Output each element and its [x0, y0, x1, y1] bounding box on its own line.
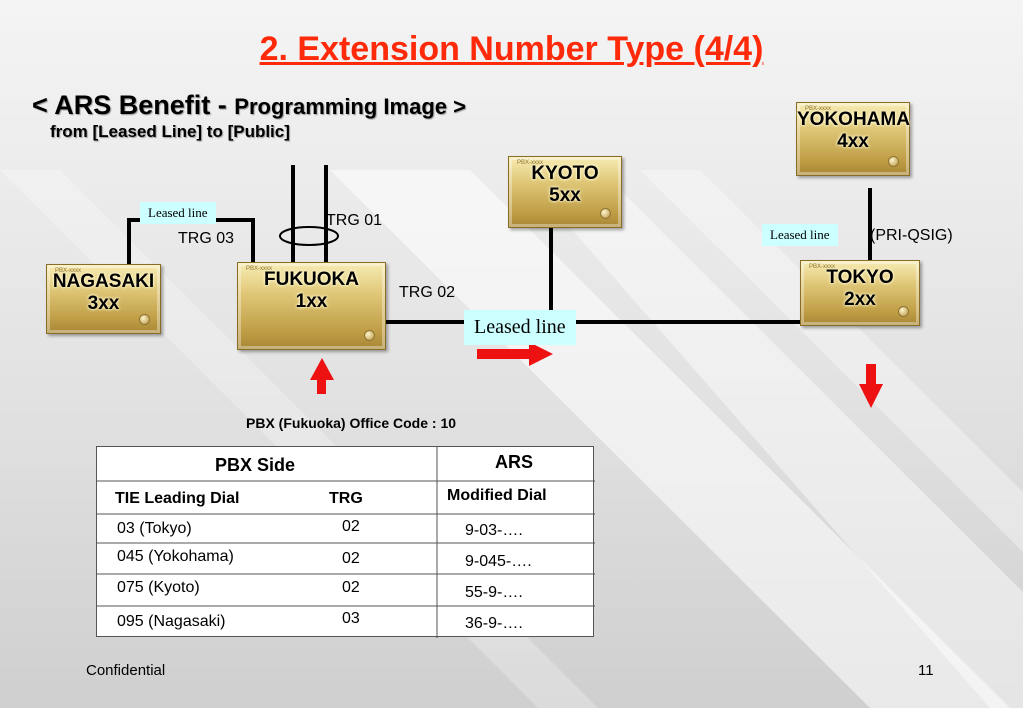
table-cell: 03 — [342, 610, 360, 627]
pbx-tag: PBX-xxxx — [246, 266, 273, 272]
lamp-icon — [600, 208, 611, 219]
lamp-icon — [364, 330, 375, 341]
col-header-trg: TRG — [329, 490, 363, 507]
table-cell: 55-9-…. — [465, 584, 523, 601]
table-cell: 02 — [342, 579, 360, 596]
subtitle: < ARS Benefit - Programming Image > — [32, 90, 466, 121]
pbx-code: 5xx — [549, 185, 581, 206]
table-cell: 075 (Kyoto) — [117, 579, 200, 596]
col-header-modified: Modified Dial — [447, 487, 547, 504]
pbx-fukuoka: PBX-xxxx FUKUOKA 1xx — [237, 262, 386, 350]
table-cell: 02 — [342, 518, 360, 535]
label-leased-tokyo: Leased line — [762, 224, 838, 246]
pbx-tag: PBX-xxxx — [809, 264, 836, 270]
pbx-tag: PBX-xxxx — [55, 268, 82, 274]
arrow-up-fukuoka — [310, 358, 334, 394]
label-trg02: TRG 02 — [399, 284, 456, 301]
label-leased-nagasaki: Leased line — [140, 202, 216, 224]
table-cell: 03 (Tokyo) — [117, 520, 192, 537]
pbx-code: 1xx — [295, 291, 328, 312]
lamp-icon — [898, 306, 909, 317]
lamp-icon — [139, 314, 150, 325]
table-cell: 045 (Yokohama) — [117, 548, 234, 565]
page-number: 11 — [918, 662, 934, 679]
table-header-pbx-side: PBX Side — [215, 455, 296, 475]
page-title: 2. Extension Number Type (4/4) — [259, 30, 764, 68]
table-cell: 9-045-…. — [465, 553, 532, 570]
office-code-label: PBX (Fukuoka) Office Code : 10 — [246, 415, 457, 431]
lamp-icon — [888, 156, 899, 167]
pbx-tag: PBX-xxxx — [517, 160, 544, 166]
pbx-code: 2xx — [844, 289, 876, 310]
table-grid — [97, 447, 595, 638]
pbx-tag: PBX-xxxx — [805, 106, 832, 112]
subtitle-part1: < ARS Benefit - — [32, 90, 235, 120]
pbx-nagasaki: PBX-xxxx NAGASAKI 3xx — [46, 264, 161, 334]
pbx-name: FUKUOKA — [264, 269, 359, 290]
label-pri-qsig: (PRI-QSIG) — [870, 227, 953, 244]
pbx-name: TOKYO — [826, 267, 894, 288]
pbx-code: 4xx — [837, 131, 869, 152]
label-trg03: TRG 03 — [178, 230, 235, 247]
pbx-tokyo: PBX-xxxx TOKYO 2xx — [800, 260, 920, 326]
ars-table: PBX Side ARS TIE Leading Dial TRG Modifi… — [96, 446, 595, 638]
pbx-code: 3xx — [87, 293, 120, 314]
pbx-name: NAGASAKI — [52, 271, 155, 292]
label-leased-main: Leased line — [464, 310, 576, 345]
arrow-right-leased — [477, 342, 553, 366]
pbx-kyoto: PBX-xxxx KYOTO 5xx — [508, 156, 622, 228]
pbx-name: KYOTO — [531, 163, 599, 184]
table-cell: 9-03-…. — [465, 522, 523, 539]
table-header-ars: ARS — [495, 452, 534, 472]
col-header-tie: TIE Leading Dial — [115, 490, 240, 507]
footer-confidential: Confidential — [86, 662, 166, 679]
arrow-down-tokyo — [859, 364, 883, 408]
table-cell: 36-9-…. — [465, 615, 523, 632]
table-cell: 02 — [342, 550, 360, 567]
table-cell: 095 (Nagasaki) — [117, 613, 226, 630]
pbx-name: YOKOHAMA — [797, 109, 910, 130]
label-trg01: TRG 01 — [326, 212, 383, 229]
subtitle-part2: Programming Image > — [234, 94, 466, 119]
pbx-yokohama: PBX-xxxx YOKOHAMA 4xx — [796, 102, 910, 176]
trg01-bundle — [279, 226, 339, 246]
subtitle-line2: from [Leased Line] to [Public] — [50, 122, 290, 141]
